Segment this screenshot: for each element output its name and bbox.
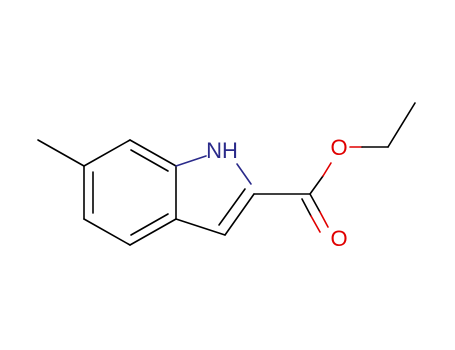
bond-c4-c3a-inner bbox=[130, 213, 169, 236]
bond-ccarb-ocarb-b bbox=[301, 198, 312, 217]
bond-ccarb-ocarb-a bbox=[309, 193, 321, 213]
bond-ccarb-ocarb-a-red bbox=[319, 211, 329, 228]
bond-ccarb-ocarb-b-red bbox=[310, 215, 321, 233]
bond-ccarb-oester bbox=[309, 175, 324, 195]
bond-n-c2 bbox=[236, 163, 252, 185]
bond-ch2-ch3 bbox=[387, 102, 416, 148]
atom-nh-label: NH bbox=[206, 138, 238, 163]
bond-c7a-n bbox=[175, 155, 207, 167]
bond-c3-c2-inner bbox=[218, 188, 246, 226]
bond-c5-c4 bbox=[83, 218, 131, 246]
bond-c6-c7 bbox=[83, 139, 131, 167]
bond-c4-c3a bbox=[129, 218, 177, 246]
atom-o-ester-label: O bbox=[330, 135, 347, 160]
bond-c7a-c7 bbox=[129, 139, 177, 167]
bond-methyl bbox=[37, 139, 85, 167]
bond-ccarb-oester-red bbox=[322, 162, 332, 177]
bond-c3-c2 bbox=[224, 193, 255, 236]
bond-c3a-c3 bbox=[175, 218, 226, 236]
bond-c7a-c7-inner bbox=[130, 149, 169, 172]
atom-o-carbonyl-label: O bbox=[330, 226, 347, 251]
